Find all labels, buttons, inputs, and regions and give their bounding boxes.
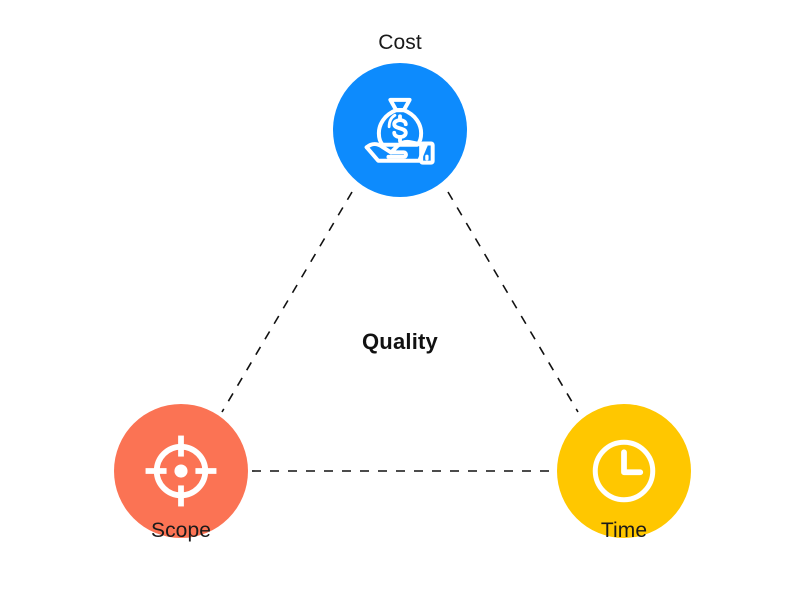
money-bag-on-hand-icon xyxy=(359,89,441,171)
center-label-quality: Quality xyxy=(362,329,438,354)
edge-cost-scope xyxy=(221,191,353,413)
node-scope[interactable] xyxy=(114,404,248,538)
node-cost[interactable] xyxy=(333,63,467,197)
target-crosshair-icon xyxy=(139,429,223,513)
node-time[interactable] xyxy=(557,404,691,538)
clock-icon xyxy=(584,431,664,511)
node-label-time: Time xyxy=(600,519,648,542)
node-label-cost: Cost xyxy=(378,31,422,54)
node-label-scope: Scope xyxy=(150,519,212,542)
edge-cost-time xyxy=(447,191,579,413)
